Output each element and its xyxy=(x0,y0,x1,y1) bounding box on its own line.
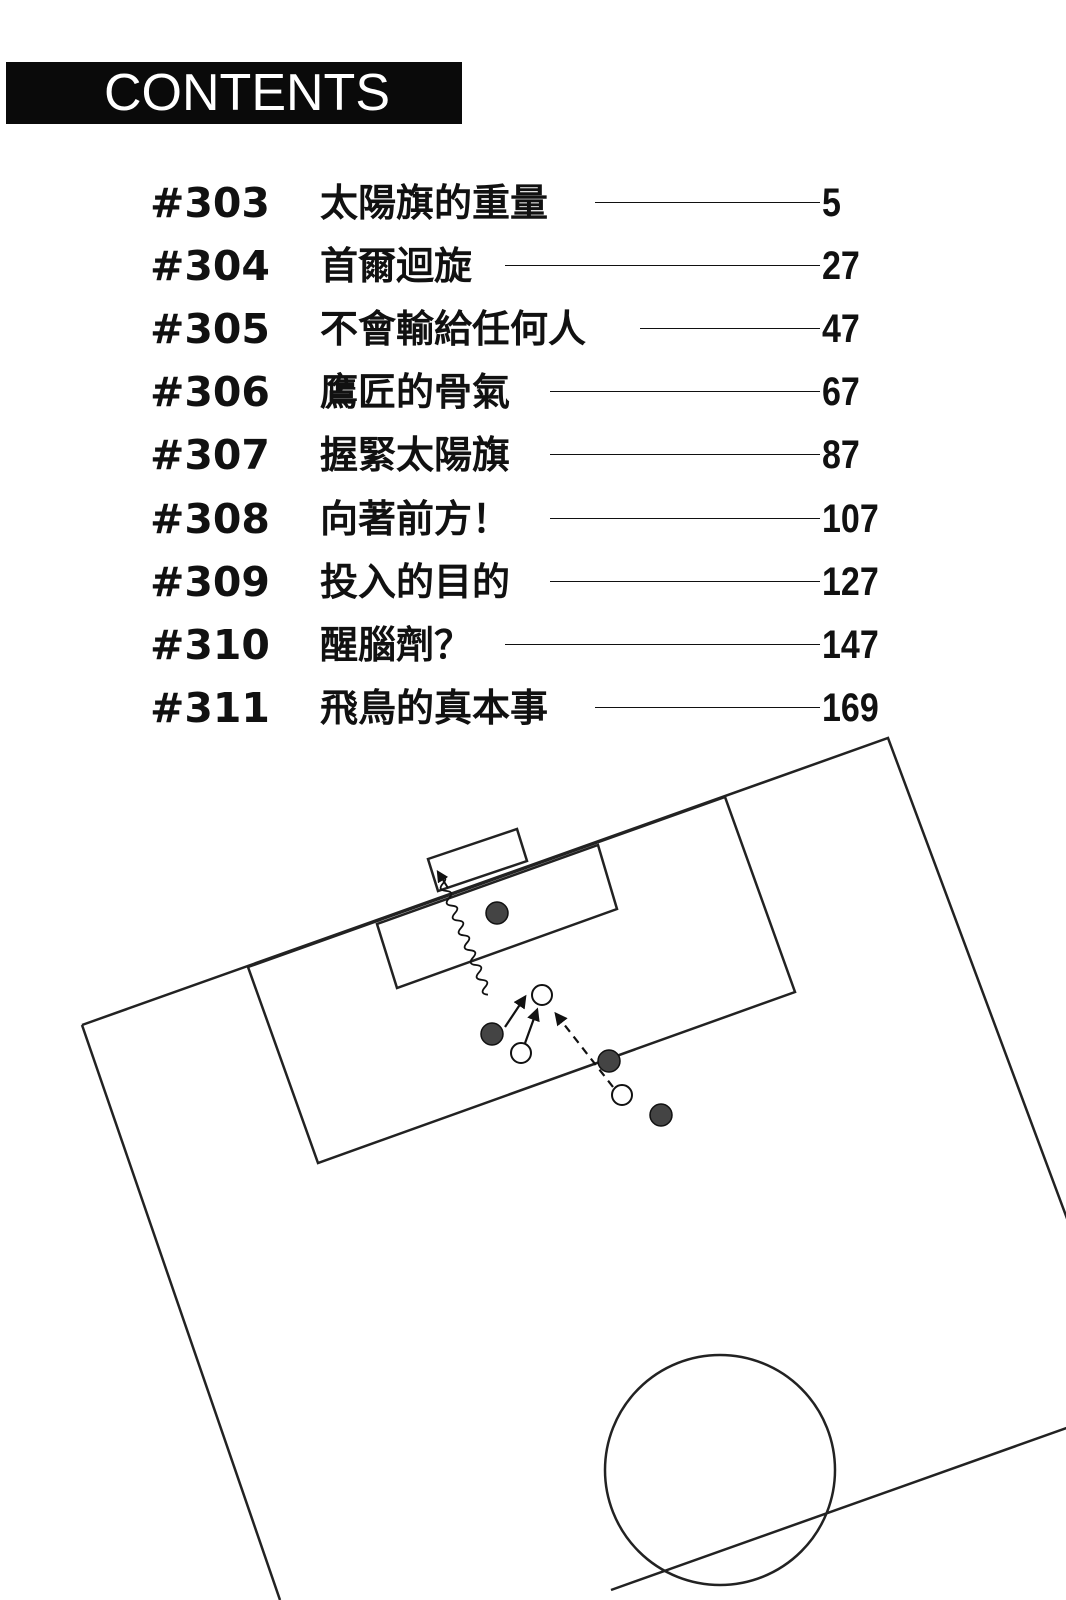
defender-marker xyxy=(480,1022,504,1046)
pass-arrow xyxy=(504,994,527,1028)
chapter-title: 握緊太陽旗 xyxy=(320,433,511,477)
page-number: 67 xyxy=(822,370,860,414)
page-number: 127 xyxy=(822,560,879,604)
contents-title: CONTENTS xyxy=(104,64,390,122)
attacker-marker xyxy=(531,984,553,1006)
chapter-number: #307 xyxy=(150,431,270,479)
page-number: 27 xyxy=(822,244,860,288)
dotted-leader xyxy=(595,707,820,708)
dotted-leader xyxy=(550,391,820,392)
page-number: 47 xyxy=(822,307,860,351)
pass-arrow xyxy=(522,1007,540,1047)
dribble-path xyxy=(439,875,489,996)
page-number: 147 xyxy=(822,623,879,667)
chapter-title: 向著前方！ xyxy=(320,497,511,541)
field-left-touchline xyxy=(80,1024,282,1600)
chapter-number: #311 xyxy=(150,684,270,732)
toc-entry[interactable]: #303 太陽旗的重量 5 xyxy=(0,178,1066,242)
run-arrow-dashed xyxy=(554,1011,614,1088)
page-number: 169 xyxy=(822,686,879,730)
chapter-number: #308 xyxy=(150,495,270,543)
dribble-arrow xyxy=(436,869,449,889)
center-circle xyxy=(603,1353,837,1587)
chapter-title: 醒腦劑？ xyxy=(320,623,473,667)
toc-entry[interactable]: #309 投入的目的 127 xyxy=(0,557,1066,621)
toc-entry[interactable]: #306 鷹匠的骨氣 67 xyxy=(0,367,1066,431)
page-number: 107 xyxy=(822,497,879,541)
attacker-marker xyxy=(510,1042,532,1064)
defender-marker xyxy=(649,1103,673,1127)
chapter-title: 鷹匠的骨氣 xyxy=(320,370,511,414)
dotted-leader xyxy=(640,328,820,329)
chapter-number: #303 xyxy=(150,179,270,227)
chapter-title: 飛鳥的真本事 xyxy=(320,686,549,730)
penalty-area xyxy=(246,795,797,1165)
page-number: 87 xyxy=(822,433,860,477)
halfway-line xyxy=(610,1426,1066,1592)
page-number: 5 xyxy=(822,181,841,225)
dotted-leader xyxy=(550,581,820,582)
field-boundary xyxy=(81,736,1066,1220)
chapter-title: 不會輸給任何人 xyxy=(320,307,587,351)
attacker-marker xyxy=(611,1084,633,1106)
chapter-title: 太陽旗的重量 xyxy=(320,181,549,225)
dotted-leader xyxy=(505,644,820,645)
goal-area xyxy=(375,843,619,990)
chapter-number: #305 xyxy=(150,305,270,353)
chapter-title: 投入的目的 xyxy=(320,560,511,604)
defender-marker xyxy=(597,1049,621,1073)
toc-entry[interactable]: #307 握緊太陽旗 87 xyxy=(0,430,1066,494)
toc-entry[interactable]: #310 醒腦劑？ 147 xyxy=(0,620,1066,684)
dotted-leader xyxy=(550,518,820,519)
defender-marker xyxy=(485,901,509,925)
dotted-leader xyxy=(595,202,820,203)
toc-entry[interactable]: #305 不會輸給任何人 47 xyxy=(0,304,1066,368)
chapter-number: #309 xyxy=(150,558,270,606)
goal xyxy=(426,827,529,893)
chapter-number: #310 xyxy=(150,621,270,669)
toc-entry[interactable]: #304 首爾迴旋 27 xyxy=(0,241,1066,305)
dotted-leader xyxy=(550,454,820,455)
toc-entry[interactable]: #308 向著前方！ 107 xyxy=(0,494,1066,558)
contents-header-bar: CONTENTS xyxy=(6,62,462,124)
chapter-number: #306 xyxy=(150,368,270,416)
chapter-title: 首爾迴旋 xyxy=(320,244,473,288)
chapter-number: #304 xyxy=(150,242,270,290)
dotted-leader xyxy=(505,265,820,266)
toc-entry[interactable]: #311 飛鳥的真本事 169 xyxy=(0,683,1066,747)
